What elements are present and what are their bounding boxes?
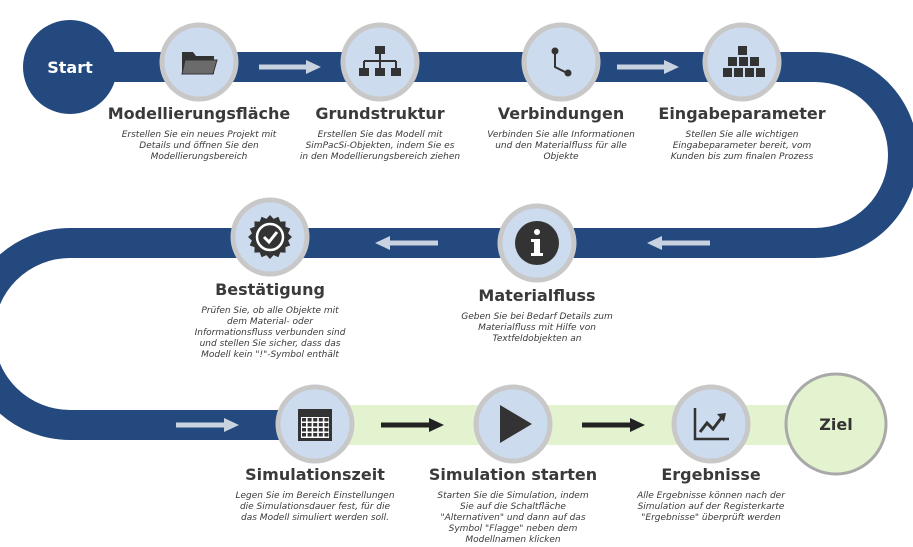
folder-icon	[181, 52, 218, 75]
step-description-line: SimPacSi-Objekten, indem Sie es	[306, 141, 455, 151]
finish-label: Ziel	[819, 415, 852, 434]
info-icon	[515, 221, 559, 265]
step-description-line: das Modell simuliert werden soll.	[241, 513, 389, 523]
step-description-line: in den Modellierungsbereich ziehen	[300, 152, 460, 162]
step-description-line: Kunden bis zum finalen Prozess	[671, 152, 814, 162]
step-title: Simulation starten	[429, 465, 597, 484]
start-node: Start	[23, 20, 117, 114]
flow-arrow	[617, 60, 679, 74]
step-circle	[521, 22, 601, 102]
boxes-icon	[723, 46, 765, 77]
step-title: Modellierungsfläche	[108, 104, 291, 123]
step-description-line: die Simulationsdauer fest, für die	[240, 502, 391, 512]
step-description-line: Informationsfluss verbunden sind	[195, 328, 346, 338]
step-circle	[671, 384, 751, 464]
step-description-line: Eingabeparameter bereit, vom	[673, 141, 812, 151]
step-description-line: "Alternativen" und dann auf das	[440, 513, 585, 523]
step-description-line: Modellierungsbereich	[151, 152, 248, 162]
step-description-line: Modellnamen klicken	[465, 535, 561, 545]
step-description-line: Verbinden Sie alle Informationen	[487, 130, 635, 140]
flow-arrow	[381, 418, 444, 432]
step-description-line: Sie auf die Schaltfläche	[460, 502, 566, 512]
hierarchy-icon	[359, 46, 401, 76]
step-description-line: Modell kein "!"-Symbol enthält	[201, 350, 339, 360]
chart-icon	[693, 408, 729, 441]
step-title: Verbindungen	[498, 104, 625, 123]
flow-arrows	[176, 60, 710, 432]
step-description-line: Simulation auf der Registerkarte	[638, 502, 785, 512]
step-title: Bestätigung	[215, 280, 325, 299]
flow-arrow	[176, 418, 239, 432]
step-title: Ergebnisse	[661, 465, 761, 484]
flow-arrow	[375, 236, 438, 250]
step-title: Eingabeparameter	[658, 104, 825, 123]
start-circle	[23, 20, 117, 114]
connection-icon	[551, 47, 572, 77]
step-description-line: und den Materialfluss für alle	[495, 141, 627, 151]
step-description-line: dem Material- oder	[227, 317, 314, 327]
finish-node: Ziel	[784, 372, 888, 476]
step-title: Materialfluss	[478, 286, 595, 305]
play-icon	[500, 405, 532, 443]
calendar-icon	[298, 409, 332, 441]
step-description-line: Starten Sie die Simulation, indem	[437, 491, 588, 501]
step-description-line: Textfeldobjekten an	[492, 334, 581, 344]
step-description-line: Geben Sie bei Bedarf Details zum	[461, 312, 613, 322]
step-description-line: Prüfen Sie, ob alle Objekte mit	[201, 306, 339, 316]
step-description-line: Erstellen Sie ein neues Projekt mit	[122, 130, 277, 140]
step-description-line: Symbol "Flagge" neben dem	[449, 524, 578, 534]
step-description-line: Legen Sie im Bereich Einstellungen	[235, 491, 394, 501]
step-description-line: Materialfluss mit Hilfe von	[478, 323, 596, 333]
step-description-line: Alle Ergebnisse können nach der	[636, 491, 786, 501]
step-description-line: "Ergebnisse" überprüft werden	[641, 513, 781, 523]
process-track	[0, 52, 913, 440]
flow-arrow	[582, 418, 645, 432]
step-title: Simulationszeit	[245, 465, 385, 484]
flow-arrow	[647, 236, 710, 250]
check-badge-icon	[248, 215, 292, 259]
flow-arrow	[259, 60, 321, 74]
finish-circle	[784, 372, 888, 476]
start-label: Start	[47, 58, 93, 77]
step-description-line: Stellen Sie alle wichtigen	[686, 130, 799, 140]
step-title: Grundstruktur	[315, 104, 444, 123]
step-description-line: Erstellen Sie das Modell mit	[318, 130, 443, 140]
step-description-line: Details und öffnen Sie den	[139, 141, 259, 151]
step-description-line: Objekte	[543, 152, 579, 162]
step-description-line: und stellen Sie sicher, dass das	[200, 339, 341, 349]
